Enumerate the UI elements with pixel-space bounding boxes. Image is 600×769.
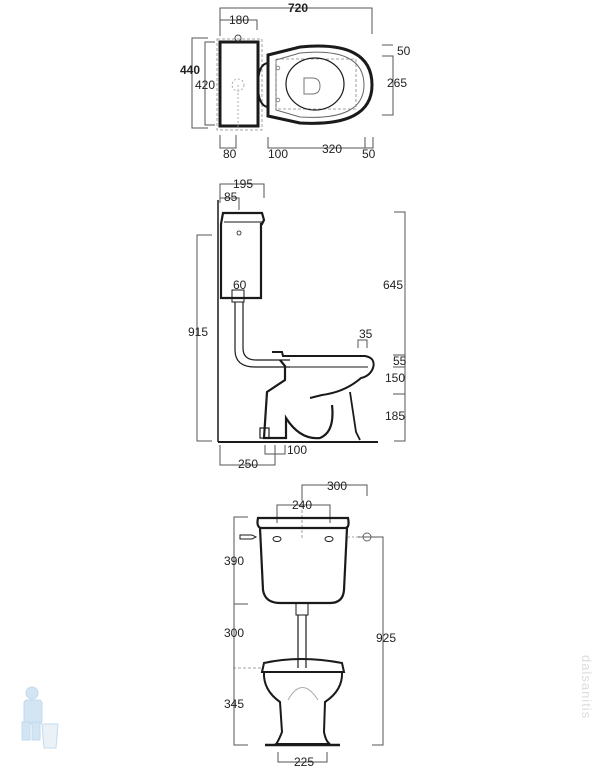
dim-offset-80: 80 [223,147,237,161]
dim-bottom-250: 250 [238,457,259,471]
dim-cistern-depth: 420 [195,78,216,92]
watermark-text: dalsanitis [579,655,594,720]
dim-rim-55: 55 [393,354,407,368]
dim-total-915: 915 [188,325,209,339]
dim-right-925: 925 [376,631,397,645]
dim-overall-depth: 440 [180,63,201,77]
top-view [191,7,394,149]
dim-pipe-60: 60 [233,278,247,292]
dim-right-265: 265 [387,76,408,90]
dim-left-390: 390 [224,554,245,568]
side-view [196,183,406,466]
plumber-mascot-icon [21,686,59,749]
dim-bowl-50: 50 [362,147,376,161]
dim-top-195: 195 [233,177,254,191]
dim-top-240: 240 [292,498,313,512]
dim-overall-width: 720 [288,1,309,15]
dim-bowl-100: 100 [268,147,289,161]
dim-right-645: 645 [383,278,404,292]
dim-base-185: 185 [385,409,406,423]
dim-left-300: 300 [224,626,245,640]
dim-bowl-320: 320 [322,142,343,156]
dim-left-345: 345 [224,697,245,711]
dim-top-85: 85 [224,190,238,204]
front-view [233,484,384,763]
dim-bottom-100: 100 [287,443,308,457]
dim-cistern-width: 180 [229,13,250,27]
dim-base-225: 225 [294,755,315,769]
dim-right-50: 50 [397,44,411,58]
dim-top-300: 300 [327,479,348,493]
dim-bowl-150: 150 [385,371,406,385]
dim-rim-35: 35 [359,327,373,341]
